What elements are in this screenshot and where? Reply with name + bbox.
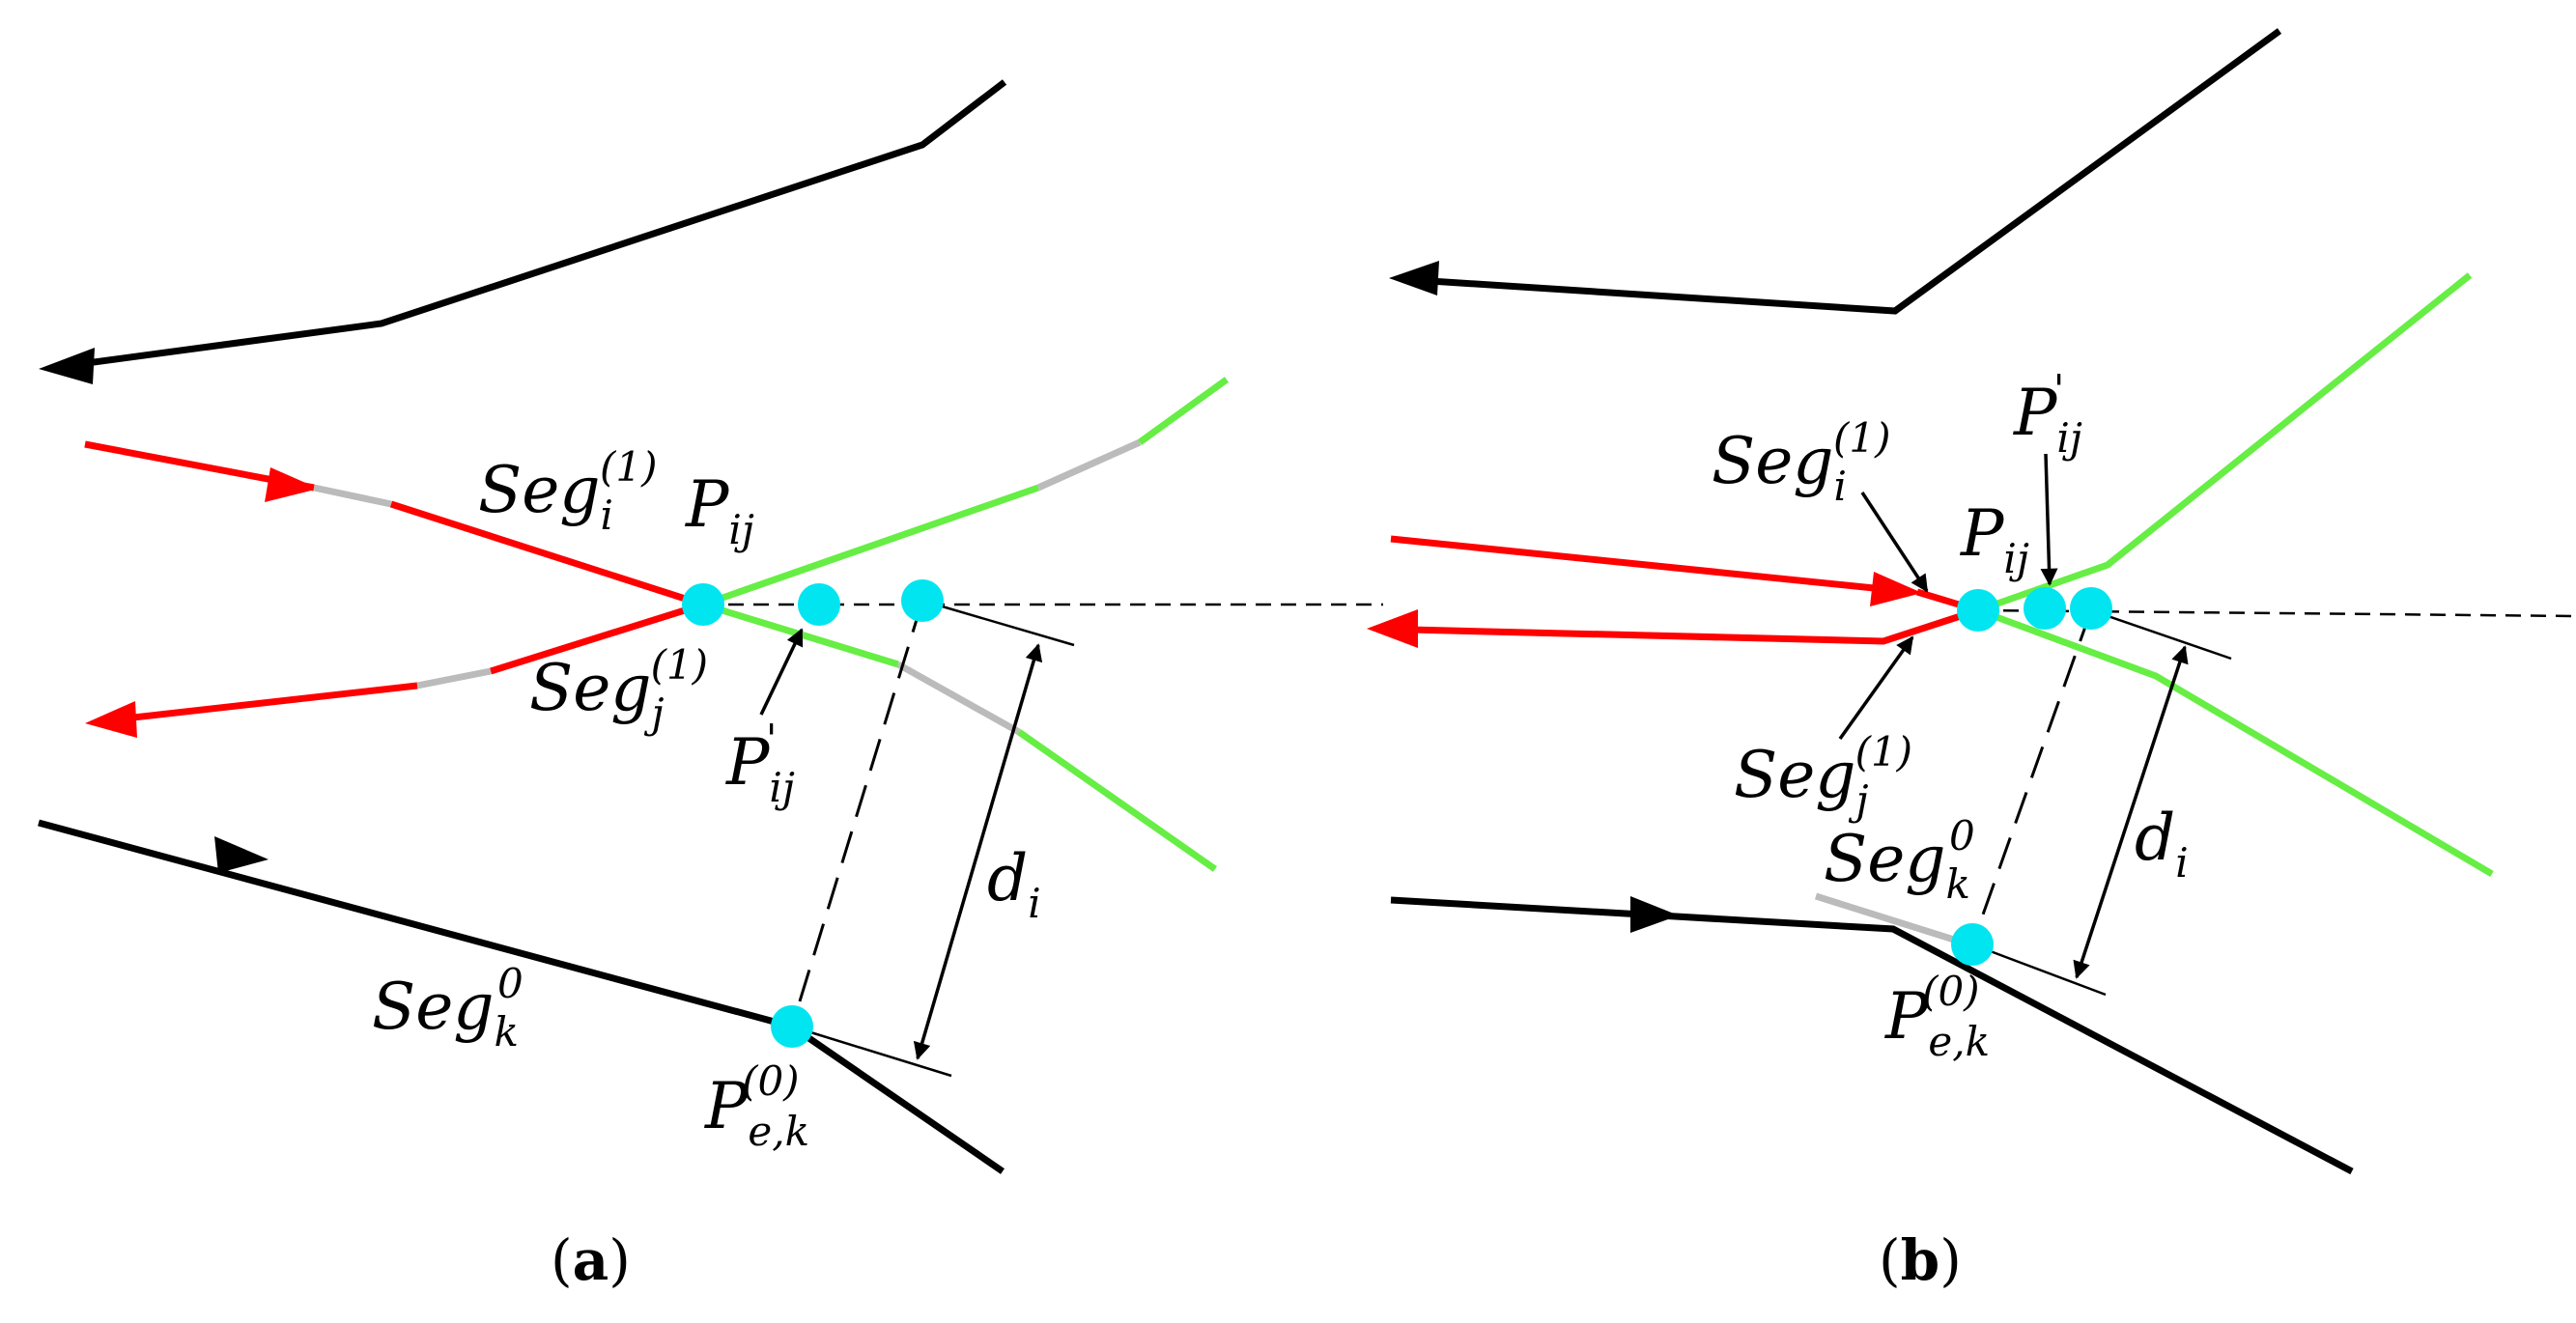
point-pek-a bbox=[771, 1005, 813, 1048]
pij-prime-pointer-a bbox=[759, 628, 804, 716]
point-pij-prime-b bbox=[2024, 587, 2066, 630]
gray-seg-j-a bbox=[416, 667, 492, 690]
green-lower-b bbox=[1976, 606, 2494, 878]
gray-seg-k-b bbox=[1814, 892, 1977, 950]
tick-top-b bbox=[2090, 608, 2232, 661]
caption-b: (b) bbox=[1879, 1227, 1962, 1293]
label-seg-k-b: Segk0 bbox=[1824, 812, 1975, 908]
label-di-a: di bbox=[987, 841, 1041, 927]
tick-bottom-a bbox=[791, 1025, 952, 1078]
green-upper-tail-a bbox=[1137, 377, 1230, 445]
di-arrow-a bbox=[913, 643, 1043, 1060]
seg-i-pointer-b bbox=[1860, 492, 1929, 593]
label-seg-i-b: Segi(1) bbox=[1712, 414, 1890, 510]
label-seg-i-a: Segi(1) bbox=[478, 443, 657, 539]
arrowhead-red-j-b bbox=[1367, 609, 1418, 648]
panel-b: Segi(1) Segj(1) Segk0 Pij Pij' Pe,k(0) d… bbox=[1367, 28, 2576, 1293]
arrowhead-top-b bbox=[1389, 261, 1439, 296]
red-seg-j-main-a bbox=[489, 601, 705, 675]
label-pek-b: Pe,k(0) bbox=[1884, 968, 1990, 1065]
red-seg-j-tail-a bbox=[115, 682, 418, 723]
label-pij-prime-b: Pij' bbox=[2013, 366, 2082, 462]
label-di-b: di bbox=[2135, 801, 2189, 887]
green-lower-tail-a bbox=[1016, 729, 1218, 872]
gray-green-lower-a bbox=[896, 661, 1021, 736]
label-seg-j-b: Segj(1) bbox=[1734, 728, 1912, 824]
di-arrow-b bbox=[2073, 645, 2189, 979]
green-upper-a bbox=[701, 484, 1040, 608]
tick-bottom-b bbox=[1971, 943, 2107, 997]
red-seg-i-main-a bbox=[389, 500, 705, 608]
label-pij-b: Pij bbox=[1960, 496, 2029, 582]
label-pek-a: Pe,k(0) bbox=[704, 1057, 809, 1155]
caption-a: (a) bbox=[551, 1227, 631, 1293]
top-trajectory-a bbox=[57, 79, 1007, 371]
label-seg-j-a: Segj(1) bbox=[529, 641, 708, 737]
gray-green-upper-a bbox=[1036, 438, 1142, 492]
gray-seg-i-a bbox=[313, 484, 392, 508]
label-pij-prime-a: Pij' bbox=[725, 716, 795, 811]
arrowhead-red-i-a bbox=[265, 467, 319, 502]
point-projection-a bbox=[901, 579, 944, 622]
red-seg-j-b bbox=[1409, 606, 1980, 645]
bottom-trajectory-b bbox=[1390, 896, 2354, 1175]
arrowhead-red-j-a bbox=[85, 701, 137, 738]
arrowhead-bottom-a bbox=[214, 836, 269, 873]
green-upper-b bbox=[1976, 272, 2473, 614]
dashed-distance-a bbox=[790, 600, 924, 1027]
point-pij-prime-a bbox=[798, 583, 840, 626]
arrowhead-top-a bbox=[39, 348, 95, 384]
panel-a: Segi(1) Segj(1) Segk0 Pij Pij' Pe,k(0) d… bbox=[38, 79, 1383, 1293]
tick-top-a bbox=[921, 599, 1075, 647]
seg-j-pointer-b bbox=[1838, 635, 1914, 741]
red-seg-i-b bbox=[1390, 535, 1884, 593]
pij-prime-pointer-b bbox=[2040, 453, 2058, 586]
point-projection-b bbox=[2070, 587, 2112, 630]
arrowhead-bottom-b bbox=[1630, 896, 1679, 933]
label-pij-a: Pij bbox=[685, 467, 754, 553]
arrowhead-red-i-b bbox=[1870, 572, 1922, 606]
point-pij-b bbox=[1957, 589, 1999, 632]
dashed-distance-b bbox=[1970, 609, 2093, 945]
point-pij-a bbox=[682, 583, 724, 626]
point-pek-b bbox=[1951, 923, 1994, 966]
dashed-extension-b bbox=[1977, 608, 2576, 618]
top-trajectory-b bbox=[1414, 28, 2282, 315]
label-seg-k-a: Segk0 bbox=[372, 960, 524, 1056]
